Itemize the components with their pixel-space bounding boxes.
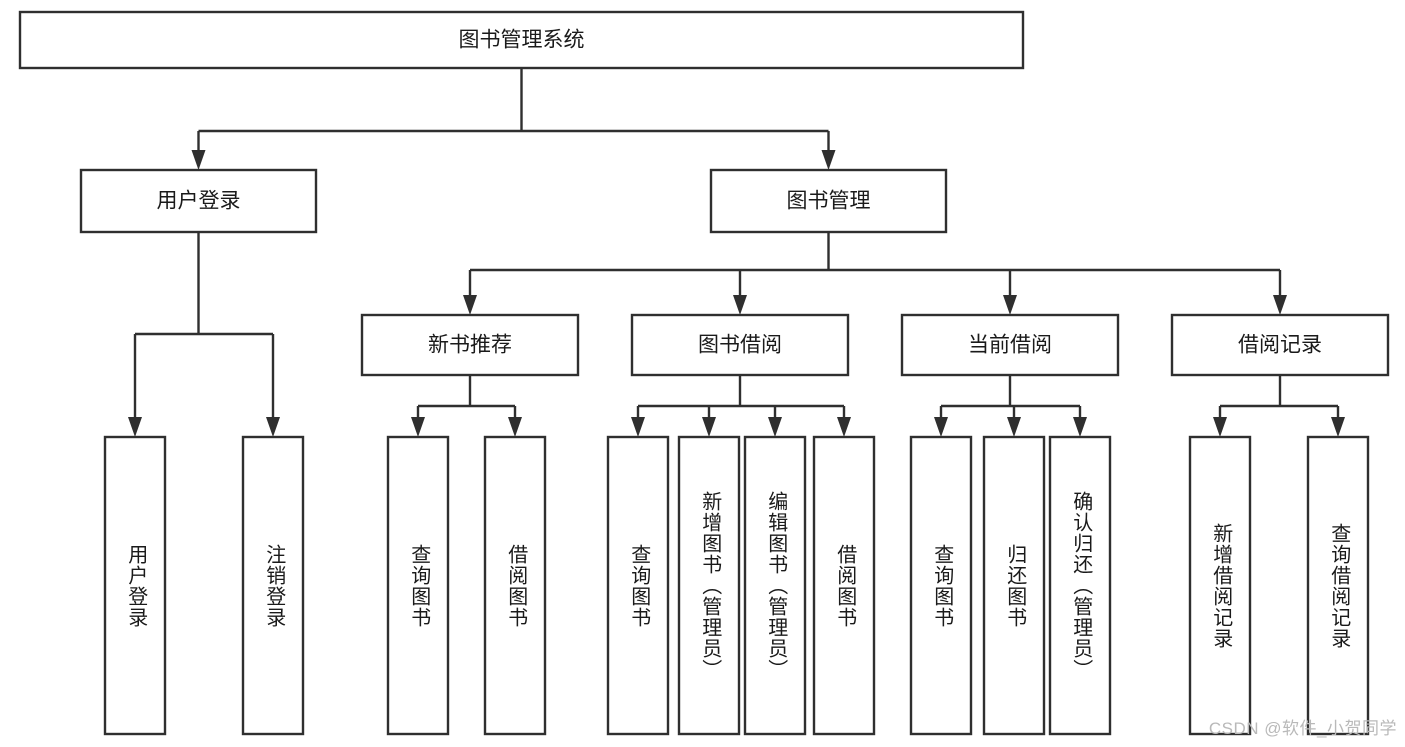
node-level2-0-label: 用户登录 [157,190,241,213]
arrowhead-book-mgmt-3 [1273,295,1287,315]
node-level3-2-label: 当前借阅 [968,334,1052,357]
arrowhead-book-mgmt-2 [1003,295,1017,315]
node-leaf-5[interactable] [677,435,741,736]
arrowhead-user-login-1 [266,417,280,437]
node-leaf-1[interactable] [241,435,305,736]
node-level3-2[interactable] [900,313,1120,377]
node-leaf-10[interactable] [1048,435,1112,736]
arrowhead-l3-0-0 [411,417,425,437]
arrowhead-book-mgmt-1 [733,295,747,315]
node-level2-0[interactable] [79,168,318,234]
arrowhead-l3-0-1 [508,417,522,437]
node-leaf-6[interactable] [743,435,807,736]
arrowhead-l3-2-2 [1073,417,1087,437]
node-level3-0-label: 新书推荐 [428,334,512,357]
arrowhead-book-mgmt-0 [463,295,477,315]
node-leaf-7[interactable] [812,435,876,736]
node-level3-3-label: 借阅记录 [1238,334,1322,357]
watermark-text: CSDN @软件_小贺同学 [1208,719,1397,738]
arrowhead-l3-3-0 [1213,417,1227,437]
arrowhead-l3-1-3 [837,417,851,437]
arrowhead-l3-3-1 [1331,417,1345,437]
arrowhead-root-1 [821,150,836,170]
node-leaf-9[interactable] [982,435,1046,736]
node-level2-1[interactable] [709,168,948,234]
arrowhead-l3-1-2 [768,417,782,437]
node-leaf-3[interactable] [483,435,547,736]
node-root[interactable] [18,10,1025,70]
node-leaf-4[interactable] [606,435,670,736]
node-root-label: 图书管理系统 [459,29,585,52]
arrowhead-user-login-0 [128,417,142,437]
node-leaf-0[interactable] [103,435,167,736]
node-boxes [18,10,1390,736]
node-leaf-2[interactable] [386,435,450,736]
node-level3-0[interactable] [360,313,580,377]
node-leaf-12[interactable] [1306,435,1370,736]
node-level3-1[interactable] [630,313,850,377]
arrowhead-l3-2-1 [1007,417,1021,437]
arrowhead-l3-2-0 [934,417,948,437]
arrowhead-l3-1-0 [631,417,645,437]
node-level2-1-label: 图书管理 [787,190,871,213]
arrowhead-l3-1-1 [702,417,716,437]
node-level3-3[interactable] [1170,313,1390,377]
node-level3-1-label: 图书借阅 [698,334,782,357]
arrowhead-root-0 [191,150,206,170]
node-leaf-11[interactable] [1188,435,1252,736]
node-leaf-8[interactable] [909,435,973,736]
connector-lines [128,68,1345,437]
